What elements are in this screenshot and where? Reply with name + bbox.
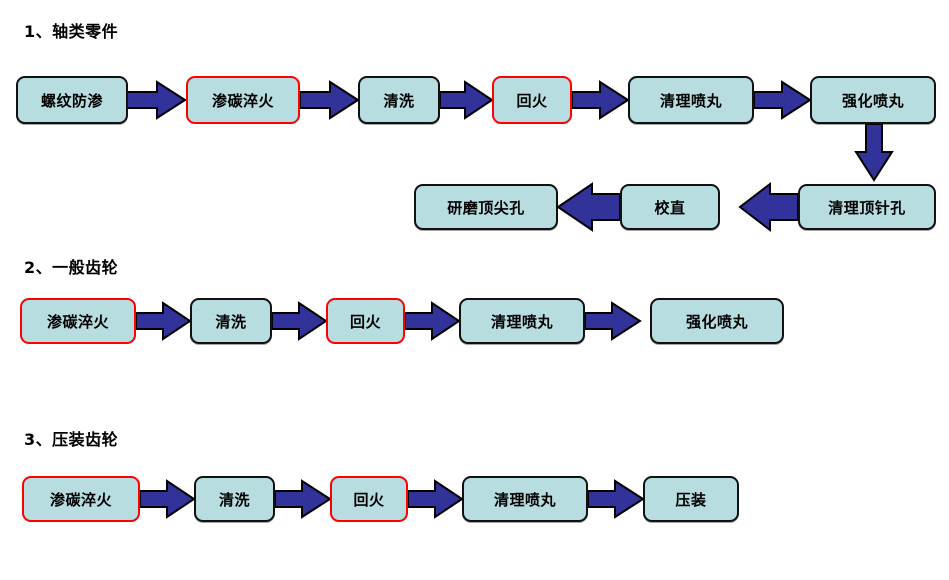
arrow-s3-qinglipenwan-to-yazhuang xyxy=(587,479,645,519)
arrow-s1-qinglidingzhenkong-to-jiaozhi xyxy=(738,181,799,233)
node-s1-qinglidingzhenkong[interactable]: 清理顶针孔 xyxy=(798,184,936,230)
section-heading-3: 3、压装齿轮 xyxy=(24,430,119,449)
arrow-s1-qingxi-to-huihuo xyxy=(439,80,494,120)
arrow-s1-huihuo-to-qinglipenwan xyxy=(571,80,630,120)
node-s1-shentancuihuo[interactable]: 渗碳淬火 xyxy=(186,76,300,124)
arrow-s3-qingxi-to-huihuo xyxy=(274,479,332,519)
node-s1-jiaozhi[interactable]: 校直 xyxy=(620,184,720,230)
arrow-s3-huihuo-to-qinglipenwan xyxy=(407,479,464,519)
node-s1-yanmodingjiankong[interactable]: 研磨顶尖孔 xyxy=(414,184,558,230)
node-s3-shentancuihuo[interactable]: 渗碳淬火 xyxy=(22,476,140,522)
arrow-s1-shentan-to-qingxi xyxy=(299,80,360,120)
node-s3-huihuo[interactable]: 回火 xyxy=(330,476,408,522)
arrow-s2-shentan-to-qingxi xyxy=(135,301,192,341)
arrow-s2-huihuo-to-qinglipenwan xyxy=(404,301,461,341)
node-s1-luowenfangshen[interactable]: 螺纹防渗 xyxy=(16,76,128,124)
arrow-s2-qingxi-to-huihuo xyxy=(271,301,328,341)
node-s1-qianghuapenwan[interactable]: 强化喷丸 xyxy=(810,76,936,124)
node-s2-qingxi[interactable]: 清洗 xyxy=(190,298,272,344)
node-s1-qingxi[interactable]: 清洗 xyxy=(358,76,440,124)
section-heading-1: 1、轴类零件 xyxy=(24,22,119,41)
arrow-s1-qinglipenwan-to-qianghuapenwan xyxy=(753,80,812,120)
node-s2-qianghuapenwan[interactable]: 强化喷丸 xyxy=(650,298,784,344)
node-s3-yazhuang[interactable]: 压装 xyxy=(643,476,739,522)
node-s1-qinglipenwan[interactable]: 清理喷丸 xyxy=(628,76,754,124)
node-s1-huihuo[interactable]: 回火 xyxy=(492,76,572,124)
section-heading-2: 2、一般齿轮 xyxy=(24,258,119,277)
arrow-s1-luowen-to-shentan xyxy=(126,80,187,120)
arrow-s1-jiaozhi-to-yanmodingjiankong xyxy=(556,182,621,232)
node-s2-huihuo[interactable]: 回火 xyxy=(326,298,405,344)
arrow-s1-qianghuapenwan-to-qinglidingzhenkong xyxy=(854,123,894,182)
arrow-s3-shentan-to-qingxi xyxy=(139,479,196,519)
node-s3-qingxi[interactable]: 清洗 xyxy=(194,476,275,522)
node-s2-qinglipenwan[interactable]: 清理喷丸 xyxy=(459,298,585,344)
arrow-s2-qinglipenwan-to-qianghuapenwan xyxy=(584,301,642,341)
node-s2-shentancuihuo[interactable]: 渗碳淬火 xyxy=(20,298,136,344)
node-s3-qinglipenwan[interactable]: 清理喷丸 xyxy=(462,476,588,522)
